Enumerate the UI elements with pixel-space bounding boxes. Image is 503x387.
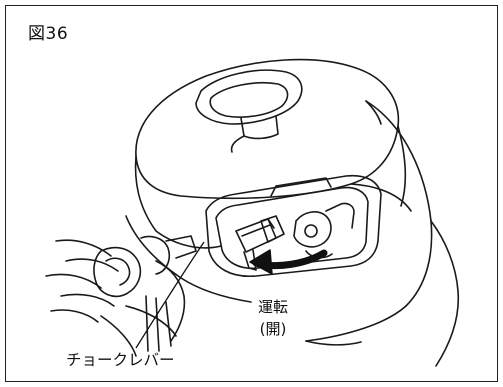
engine-choke-illustration [45,58,460,367]
run-label-line2: (開) [259,320,287,338]
figure-frame: 図36 運転 (開) チョークレバー [5,5,498,382]
run-position-label: 運転 (開) [258,296,288,340]
figure-number-label: 図36 [28,24,69,44]
curved-arrow-left-icon [249,249,328,275]
choke-lever-label: チョークレバー [66,351,175,369]
run-label-line1: 運転 [258,298,289,316]
